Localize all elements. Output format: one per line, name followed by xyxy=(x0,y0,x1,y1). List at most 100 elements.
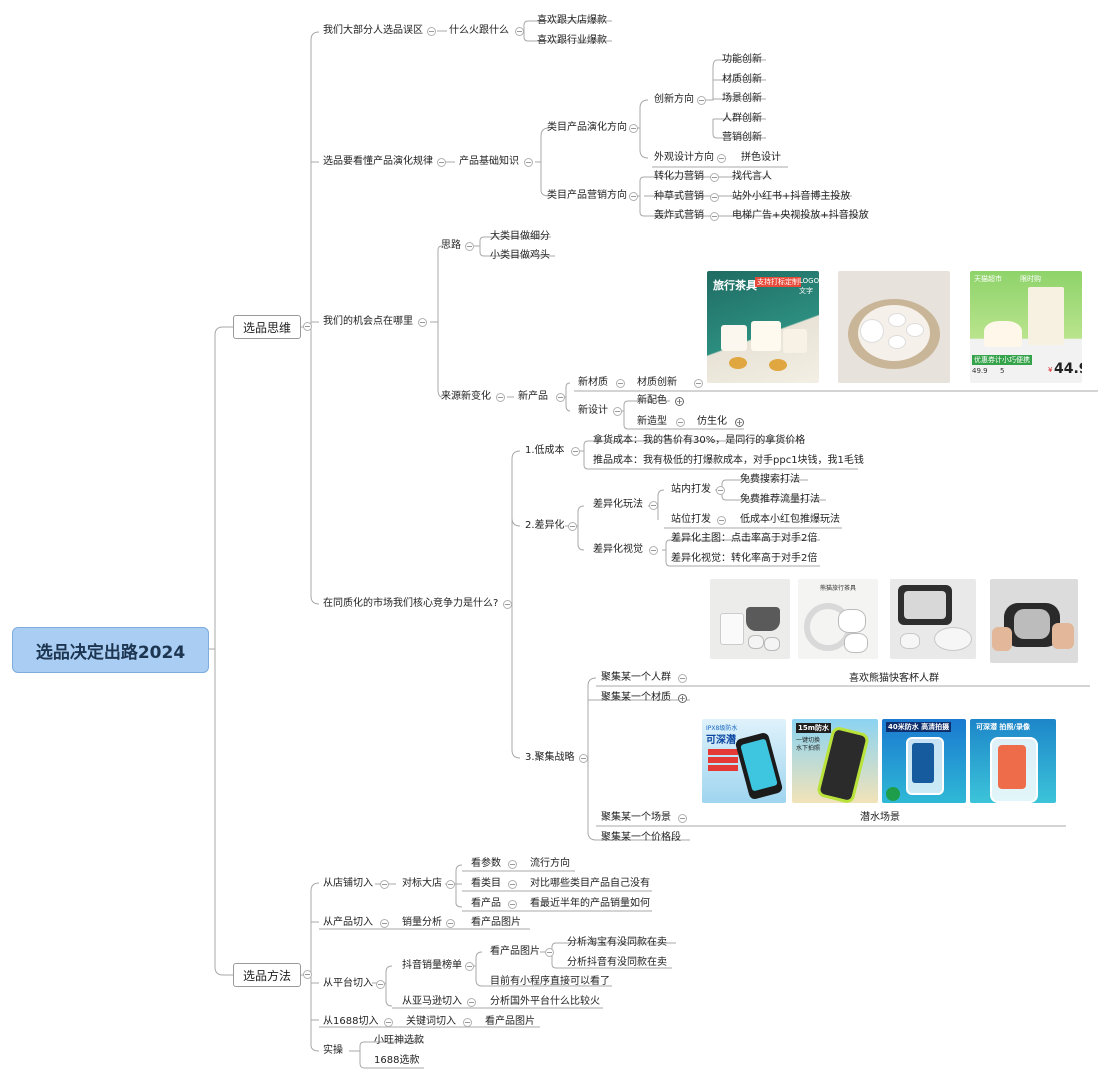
collapse-toggle-icon[interactable] xyxy=(694,379,703,388)
topic-practice[interactable]: 实操 xyxy=(323,1045,343,1056)
topic-bombard-marketing[interactable]: 轰炸式营销 xyxy=(654,210,704,221)
topic-focus-strategy[interactable]: 3.聚集战略 xyxy=(525,752,575,763)
topic-focus-crowd[interactable]: 聚集某一个人群 xyxy=(601,672,671,683)
topic-scene-innovation[interactable]: 场景创新 xyxy=(722,93,762,104)
collapse-toggle-icon[interactable] xyxy=(649,501,658,510)
topic-spokesperson[interactable]: 找代言人 xyxy=(732,171,772,182)
collapse-toggle-icon[interactable] xyxy=(697,96,706,105)
collapse-toggle-icon[interactable] xyxy=(515,27,524,36)
topic-platform-entry[interactable]: 从平台切入 xyxy=(323,978,373,989)
topic-focus-material[interactable]: 聚集某一个材质 xyxy=(601,692,671,703)
collapse-toggle-icon[interactable] xyxy=(303,970,312,979)
collapse-toggle-icon[interactable] xyxy=(446,919,455,928)
topic-low-cost-redpacket[interactable]: 低成本小红包推爆玩法 xyxy=(740,514,840,525)
topic-misconception[interactable]: 我们大部分人选品误区 xyxy=(323,25,423,36)
topic-analyze-douyin[interactable]: 分析抖音有没同款在卖 xyxy=(567,957,667,968)
topic-foreign-platform[interactable]: 分析国外平台什么比较火 xyxy=(490,996,600,1007)
topic-color-design[interactable]: 拼色设计 xyxy=(741,152,781,163)
topic-new-shape[interactable]: 新造型 xyxy=(637,416,667,427)
topic-diff-main-image[interactable]: 差异化主图：点击率高于对手2倍 xyxy=(671,533,818,544)
collapse-toggle-icon[interactable] xyxy=(629,124,638,133)
collapse-toggle-icon[interactable] xyxy=(710,173,719,182)
collapse-toggle-icon[interactable] xyxy=(613,407,622,416)
collapse-toggle-icon[interactable] xyxy=(380,880,389,889)
collapse-toggle-icon[interactable] xyxy=(467,998,476,1007)
topic-marketing-innovation[interactable]: 营销创新 xyxy=(722,132,762,143)
topic-conversion-marketing[interactable]: 转化力营销 xyxy=(654,171,704,182)
topic-follow-industry[interactable]: 喜欢跟行业爆款 xyxy=(537,35,607,46)
collapse-toggle-icon[interactable] xyxy=(380,919,389,928)
topic-product-entry[interactable]: 从产品切入 xyxy=(323,917,373,928)
collapse-toggle-icon[interactable] xyxy=(717,154,726,163)
topic-panda-cup-crowd[interactable]: 喜欢熊猫快客杯人群 xyxy=(849,673,939,684)
collapse-toggle-icon[interactable] xyxy=(303,322,312,331)
collapse-toggle-icon[interactable] xyxy=(503,600,512,609)
topic-1688-entry[interactable]: 从1688切入 xyxy=(323,1016,379,1027)
collapse-toggle-icon[interactable] xyxy=(678,674,687,683)
topic-1688-select[interactable]: 1688选款 xyxy=(374,1055,420,1066)
collapse-toggle-icon[interactable] xyxy=(463,1018,472,1027)
topic-differentiation[interactable]: 2.差异化 xyxy=(525,520,565,531)
topic-category-marketing[interactable]: 类目产品营销方向 xyxy=(547,190,627,201)
collapse-toggle-icon[interactable] xyxy=(465,242,474,251)
topic-promotion-cost[interactable]: 推品成本：我有极低的打爆款成本，对手ppc1块钱，我1毛钱 xyxy=(593,455,864,466)
collapse-toggle-icon[interactable] xyxy=(616,379,625,388)
main-topic-method[interactable]: 选品方法 xyxy=(233,963,301,987)
topic-new-material[interactable]: 新材质 xyxy=(578,377,608,388)
expand-plus-icon[interactable] xyxy=(678,694,687,703)
collapse-toggle-icon[interactable] xyxy=(384,1018,393,1027)
topic-follow-hot[interactable]: 什么火跟什么 xyxy=(449,25,509,36)
collapse-toggle-icon[interactable] xyxy=(678,814,687,823)
topic-new-change-source[interactable]: 来源新变化 xyxy=(441,391,491,402)
collapse-toggle-icon[interactable] xyxy=(568,522,577,531)
topic-look-images-3[interactable]: 看产品图片 xyxy=(485,1016,535,1027)
topic-material-innovation-2[interactable]: 材质创新 xyxy=(637,377,677,388)
collapse-toggle-icon[interactable] xyxy=(496,393,505,402)
topic-douyin-ranking[interactable]: 抖音销量榜单 xyxy=(402,960,462,971)
topic-big-category-subdivide[interactable]: 大类目做细分 xyxy=(490,231,550,242)
collapse-toggle-icon[interactable] xyxy=(524,158,533,167)
topic-xiaowang-select[interactable]: 小旺神选款 xyxy=(374,1035,424,1046)
topic-category-evolution[interactable]: 类目产品演化方向 xyxy=(547,122,627,133)
topic-basic-knowledge[interactable]: 产品基础知识 xyxy=(459,156,519,167)
topic-bionic[interactable]: 仿生化 xyxy=(697,416,727,427)
collapse-toggle-icon[interactable] xyxy=(545,948,554,957)
topic-new-color[interactable]: 新配色 xyxy=(637,395,667,406)
collapse-toggle-icon[interactable] xyxy=(446,880,455,889)
topic-compare-category[interactable]: 对比哪些类目产品自己没有 xyxy=(530,878,650,889)
topic-evolution[interactable]: 选品要看懂产品演化规律 xyxy=(323,156,433,167)
topic-amazon-entry[interactable]: 从亚马逊切入 xyxy=(402,996,462,1007)
collapse-toggle-icon[interactable] xyxy=(508,880,517,889)
collapse-toggle-icon[interactable] xyxy=(710,212,719,221)
topic-diff-conversion[interactable]: 差异化视觉：转化率高于对手2倍 xyxy=(671,553,818,564)
collapse-toggle-icon[interactable] xyxy=(571,447,580,456)
topic-new-product[interactable]: 新产品 xyxy=(518,391,548,402)
topic-look-images-2[interactable]: 看产品图片 xyxy=(490,946,540,957)
topic-position-play[interactable]: 站位打发 xyxy=(671,514,711,525)
collapse-toggle-icon[interactable] xyxy=(649,546,658,555)
collapse-toggle-icon[interactable] xyxy=(508,860,517,869)
topic-design-direction[interactable]: 外观设计方向 xyxy=(654,152,714,163)
topic-new-design[interactable]: 新设计 xyxy=(578,405,608,416)
root-topic[interactable]: 选品决定出路2024 xyxy=(12,627,209,673)
topic-trend-direction[interactable]: 流行方向 xyxy=(530,858,570,869)
collapse-toggle-icon[interactable] xyxy=(437,158,446,167)
collapse-toggle-icon[interactable] xyxy=(508,900,517,909)
topic-look-product[interactable]: 看产品 xyxy=(471,898,501,909)
collapse-toggle-icon[interactable] xyxy=(376,980,385,989)
collapse-toggle-icon[interactable] xyxy=(717,516,726,525)
topic-analyze-taobao[interactable]: 分析淘宝有没同款在卖 xyxy=(567,937,667,948)
expand-plus-icon[interactable] xyxy=(675,397,684,406)
topic-follow-big-store[interactable]: 喜欢跟大店爆款 xyxy=(537,15,607,26)
topic-keyword-entry[interactable]: 关键词切入 xyxy=(406,1016,456,1027)
topic-look-params[interactable]: 看参数 xyxy=(471,858,501,869)
topic-low-cost[interactable]: 1.低成本 xyxy=(525,445,565,456)
topic-sales-analysis[interactable]: 销量分析 xyxy=(402,917,442,928)
collapse-toggle-icon[interactable] xyxy=(556,393,565,402)
topic-seeding-marketing[interactable]: 种草式营销 xyxy=(654,191,704,202)
topic-offsite-placement[interactable]: 站外小红书+抖音博主投放 xyxy=(732,191,851,202)
topic-benchmark-store[interactable]: 对标大店 xyxy=(402,878,442,889)
topic-diff-play[interactable]: 差异化玩法 xyxy=(593,499,643,510)
topic-focus-scene[interactable]: 聚集某一个场景 xyxy=(601,812,671,823)
collapse-toggle-icon[interactable] xyxy=(710,193,719,202)
